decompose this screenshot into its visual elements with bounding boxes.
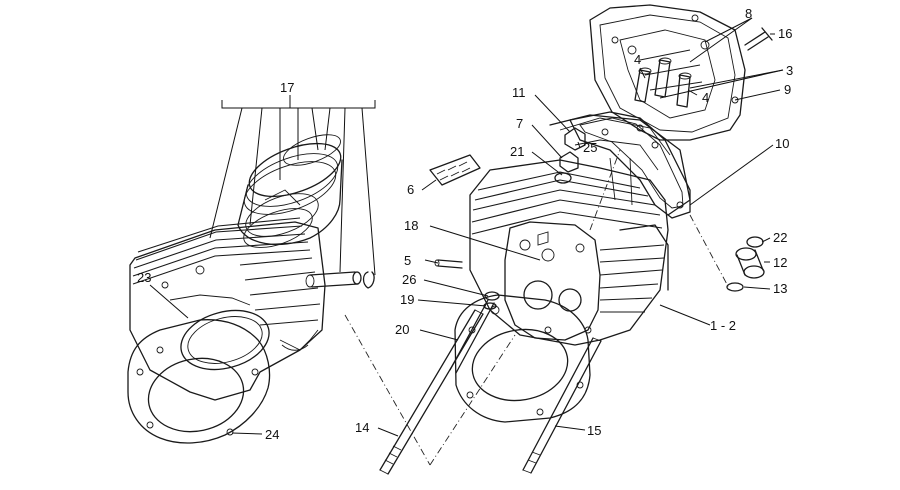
callout-19: 19 (400, 292, 414, 307)
callout-25: 25 (583, 140, 597, 155)
callout-23: 23 (137, 270, 151, 285)
callout-4-right: 4 (702, 90, 709, 105)
rocker-shafts (627, 40, 710, 108)
callout-6: 6 (407, 182, 414, 197)
callout-12: 12 (773, 255, 787, 270)
cylinder-bore (161, 265, 270, 371)
callout-10: 10 (775, 136, 789, 151)
callout-11: 11 (512, 85, 526, 100)
callout-17-bracket (209, 95, 376, 276)
piston-pin (305, 271, 375, 289)
callout-24: 24 (265, 427, 279, 442)
stud-20 (449, 299, 495, 374)
callout-15: 15 (587, 423, 601, 438)
callout-20: 20 (395, 322, 409, 337)
cylinder-head (469, 114, 691, 346)
cylinder-barrel (129, 217, 326, 401)
valve-cover-gasket (569, 111, 691, 219)
callout-4-left: 4 (634, 52, 641, 67)
callout-5: 5 (404, 253, 411, 268)
callout-16: 16 (778, 26, 792, 41)
callout-7: 7 (516, 116, 523, 131)
cylinder-base-gasket (127, 319, 271, 444)
stud-14 (379, 309, 484, 475)
callout-21: 21 (510, 144, 524, 159)
callout-3: 3 (786, 63, 793, 78)
callout-8: 8 (745, 6, 752, 21)
screw-16 (744, 27, 773, 51)
callout-18: 18 (404, 218, 418, 233)
callout-14: 14 (355, 420, 369, 435)
callout-13: 13 (773, 281, 787, 296)
head-gasket (454, 294, 591, 423)
leader-lines (149, 17, 784, 437)
callout-9: 9 (784, 82, 791, 97)
small-parts-upper (429, 127, 586, 310)
callout-17: 17 (280, 80, 294, 95)
callout-22: 22 (773, 230, 787, 245)
spacer-12-assembly (726, 236, 765, 292)
callout-26: 26 (402, 272, 416, 287)
centerline-dashes (344, 149, 731, 466)
valve-cover (589, 4, 746, 141)
stud-15 (522, 337, 602, 474)
piston-with-rings (237, 134, 343, 248)
callout-labels: 1 - 2 3 4 4 5 6 7 8 9 10 11 12 13 14 15 … (137, 6, 793, 442)
callout-1-2: 1 - 2 (710, 318, 736, 333)
